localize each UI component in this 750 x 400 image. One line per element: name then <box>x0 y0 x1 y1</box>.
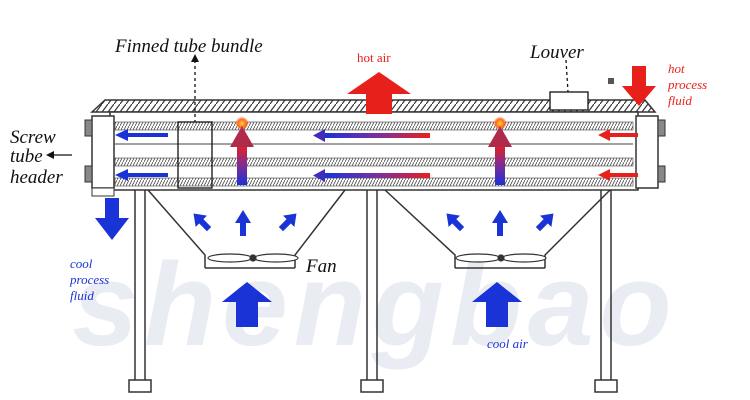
labels: Finned tube bundle hot air Louver hot pr… <box>10 36 707 351</box>
screw-tube-header-line3: header <box>10 167 63 188</box>
screw-tube-header-line1: Screw <box>10 127 56 148</box>
rising-air-right <box>488 115 512 185</box>
tube-flow-arrows <box>115 129 638 182</box>
exchanger-housing <box>84 99 666 197</box>
support-legs <box>128 190 618 393</box>
watermark-text: shengbao <box>72 239 677 371</box>
screw-tube-header-line2: tube <box>10 146 43 167</box>
fan-left <box>207 253 299 263</box>
plenum-air-arrows <box>193 210 554 236</box>
fan-label: Fan <box>305 256 337 277</box>
cool-process-fluid-line2: process <box>69 272 109 287</box>
rising-air-left <box>230 115 254 185</box>
fluid-drop-icon <box>608 78 614 84</box>
cool-process-fluid-line3: fluid <box>70 288 94 303</box>
hot-fluid-inlet-arrow <box>622 66 656 106</box>
watermark: shengbao <box>72 239 677 371</box>
leader-lines <box>46 54 569 159</box>
cool-air-label: cool air <box>487 336 529 351</box>
cool-fluid-outlet-arrow <box>95 198 129 240</box>
hot-process-fluid-line2: process <box>667 77 707 92</box>
fan-plenums <box>147 189 611 269</box>
fan-right <box>455 253 547 263</box>
hot-air-label: hot air <box>357 50 391 65</box>
hot-process-fluid-line1: hot <box>668 61 685 76</box>
louver-label: Louver <box>529 42 584 63</box>
finned-tube-bundle-label: Finned tube bundle <box>114 36 263 57</box>
louver <box>549 91 589 111</box>
cool-process-fluid-line1: cool <box>70 256 93 271</box>
hot-air-exhaust-arrow <box>347 72 411 114</box>
cool-air-inlet-arrows <box>222 282 522 327</box>
hot-process-fluid-line3: fluid <box>668 93 692 108</box>
